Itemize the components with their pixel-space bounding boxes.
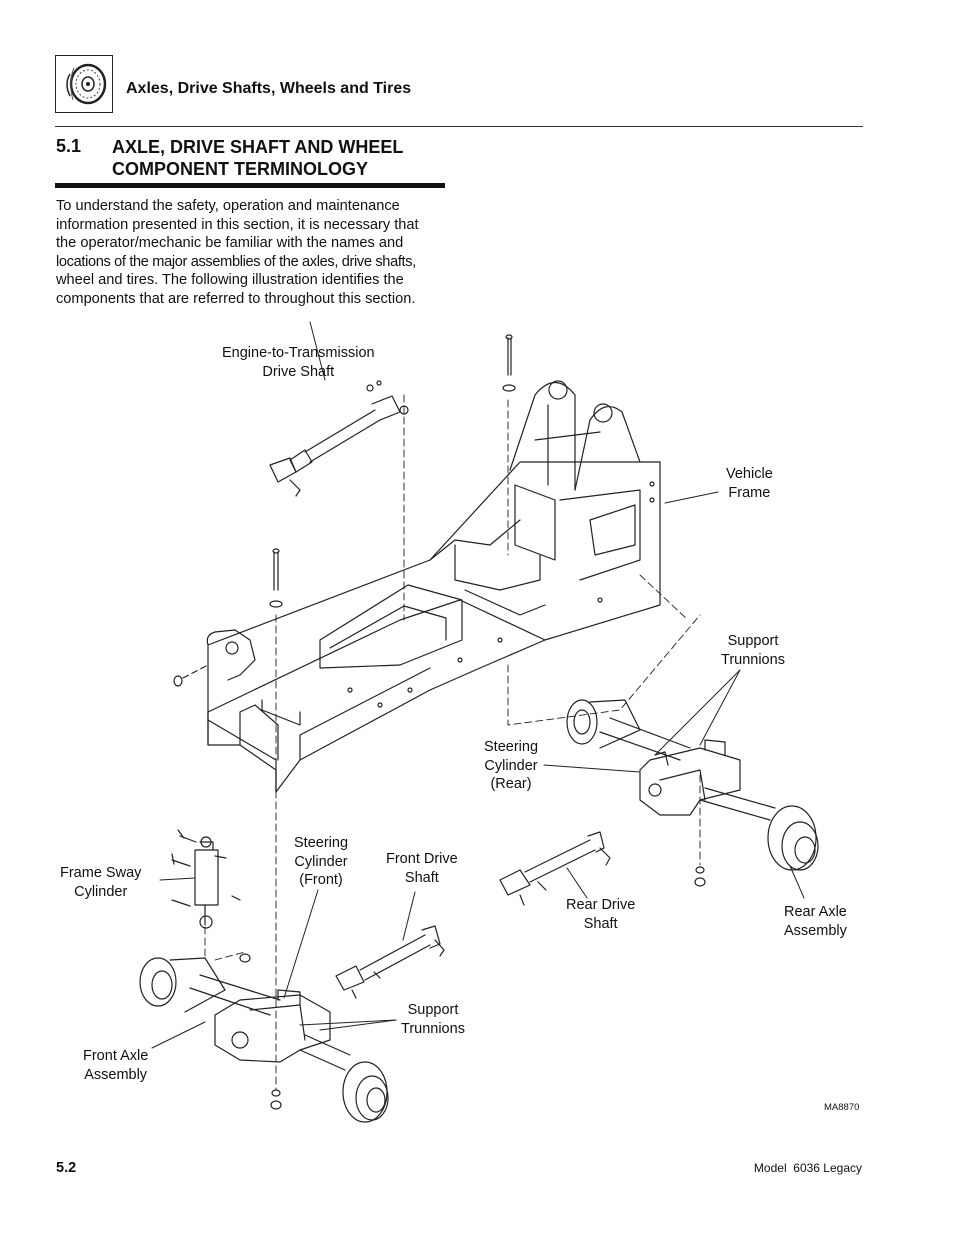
leader-lines xyxy=(151,491,805,1049)
label-line: Cylinder xyxy=(74,883,128,900)
label-front-drive-shaft: Front Drive Shaft xyxy=(386,850,458,887)
front-axle-drawing xyxy=(139,957,389,1123)
frame-sway-cylinder-drawing xyxy=(171,829,251,963)
page-number: 5.2 xyxy=(56,1160,77,1176)
label-front-axle-assembly: Front Axle Assembly xyxy=(83,1047,148,1084)
chapter-title: Axles, Drive Shafts, Wheels and Tires xyxy=(126,80,412,97)
figure-code: MA8870 xyxy=(824,1102,860,1113)
label-line: Front Axle xyxy=(83,1048,149,1064)
label-line: Frame xyxy=(728,484,771,501)
intro-line: locations of the major assemblies of the… xyxy=(56,253,416,270)
label-line: Support xyxy=(727,633,779,649)
tire-icon xyxy=(66,63,107,105)
label-line: Rear Drive xyxy=(566,897,636,913)
engine-drive-shaft-drawing xyxy=(269,321,409,497)
label-vehicle-frame: Vehicle Frame xyxy=(726,465,773,502)
label-line: Vehicle xyxy=(726,466,773,482)
label-support-trunnions-rear: Support Trunnions xyxy=(721,632,785,669)
label-steering-cylinder-rear: Steering Cylinder (Rear) xyxy=(484,738,538,794)
label-line: (Front) xyxy=(299,872,343,889)
label-line: (Rear) xyxy=(490,776,532,793)
vehicle-frame-drawing xyxy=(173,380,661,793)
intro-line: components that are referred to througho… xyxy=(56,290,416,307)
assembly-lines xyxy=(204,394,701,1091)
rear-axle-drawing xyxy=(566,699,819,887)
label-rear-axle-assembly: Rear Axle Assembly xyxy=(784,903,847,940)
intro-paragraph: To understand the safety, operation and … xyxy=(56,197,448,309)
section-title: AXLE, DRIVE SHAFT AND WHEEL COMPONENT TE… xyxy=(112,136,452,180)
intro-line: To understand the safety, operation and … xyxy=(56,198,400,214)
intro-line: information presented in this section, i… xyxy=(56,216,419,233)
label-rear-drive-shaft: Rear Drive Shaft xyxy=(566,896,635,933)
label-line: Assembly xyxy=(84,1066,148,1083)
label-engine-drive-shaft: Engine-to-Transmission Drive Shaft xyxy=(222,344,375,381)
section-title-line-2: COMPONENT TERMINOLOGY xyxy=(112,159,368,179)
intro-line: the operator/mechanic be familiar with t… xyxy=(56,235,404,252)
header-divider xyxy=(55,126,863,127)
section-title-line-1: AXLE, DRIVE SHAFT AND WHEEL xyxy=(112,137,404,157)
label-frame-sway-cylinder: Frame Sway Cylinder xyxy=(60,864,141,901)
label-line: Front Drive xyxy=(386,851,458,867)
label-line: Rear Axle xyxy=(784,904,847,920)
label-line: Steering xyxy=(484,739,539,755)
model-name: Model 6036 Legacy xyxy=(753,1161,862,1175)
label-line: Trunnions xyxy=(721,651,785,668)
front-drive-shaft-drawing xyxy=(335,925,445,999)
label-line: Support xyxy=(407,1002,459,1018)
label-line: Assembly xyxy=(784,922,847,939)
chapter-logo xyxy=(55,55,113,113)
intro-line: wheel and tires. The following illustrat… xyxy=(56,272,404,289)
label-line: Frame Sway xyxy=(60,865,142,881)
label-support-trunnions-front: Support Trunnions xyxy=(401,1001,465,1038)
section-title-rule xyxy=(55,183,445,188)
label-line: Steering xyxy=(294,835,349,851)
label-line: Engine-to-Transmission xyxy=(222,345,375,361)
label-line: Shaft xyxy=(404,869,439,886)
rear-drive-shaft-drawing xyxy=(499,831,611,906)
label-line: Cylinder xyxy=(484,757,538,774)
label-line: Drive Shaft xyxy=(262,363,335,380)
section-number: 5.1 xyxy=(56,136,82,156)
frame-bolts xyxy=(269,334,516,608)
label-line: Shaft xyxy=(583,915,618,932)
label-steering-cylinder-front: Steering Cylinder (Front) xyxy=(294,834,348,890)
label-line: Trunnions xyxy=(401,1020,465,1037)
label-line: Cylinder xyxy=(294,853,348,870)
